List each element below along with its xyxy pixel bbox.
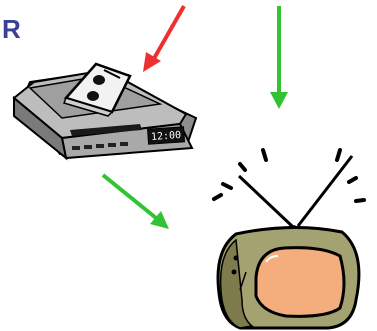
red-arrow-icon <box>143 6 184 72</box>
vcr-display: 12:00 <box>151 130 182 143</box>
television-icon <box>214 150 364 328</box>
green-arrow-icon-top <box>270 6 288 109</box>
green-arrow-icon-bottom <box>103 175 169 229</box>
